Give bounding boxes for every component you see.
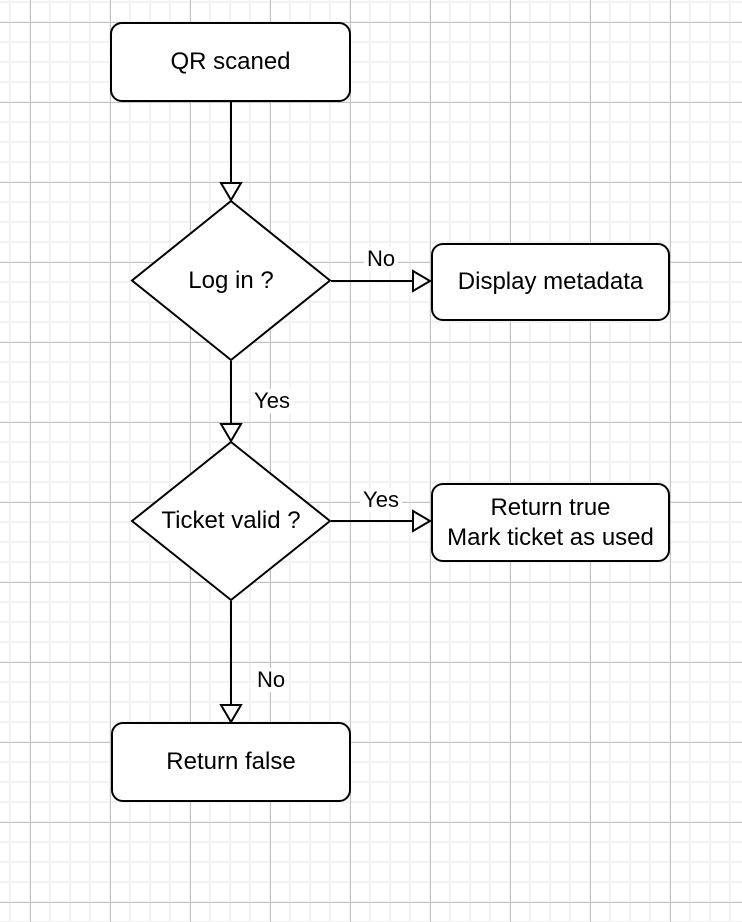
diamond-shape [130, 440, 332, 602]
arrowhead-down-icon [219, 423, 243, 443]
flow-node-ticket-valid-decision[interactable]: Ticket valid ? [130, 440, 332, 602]
flow-node-login-decision[interactable]: Log in ? [130, 199, 332, 362]
node-label-line1: Return true [490, 493, 611, 521]
node-label: Return false [166, 748, 296, 775]
edge-login-yes[interactable] [219, 361, 243, 443]
node-label: QR scaned [170, 48, 291, 75]
arrowhead-down-icon [219, 704, 243, 724]
edge-label-login-yes[interactable]: Yes [251, 388, 293, 414]
node-label: Log in ? [188, 266, 274, 294]
edge-label-login-no[interactable]: No [363, 246, 399, 272]
diamond-shape [130, 199, 332, 362]
node-label: Ticket valid ? [161, 507, 301, 534]
edge-login-no[interactable] [331, 269, 432, 293]
node-label: Display metadata [457, 268, 644, 295]
edge-qr-to-login[interactable] [219, 102, 243, 202]
arrowhead-right-icon [412, 509, 432, 533]
flow-node-return-true[interactable]: Return true Mark ticket as used [431, 483, 670, 562]
arrowhead-right-icon [412, 269, 432, 293]
flow-node-qr-scanned[interactable]: QR scaned [110, 22, 351, 102]
edge-label-ticket-no[interactable]: No [253, 667, 289, 693]
edge-label-ticket-yes[interactable]: Yes [360, 487, 402, 513]
node-label-line2: Mark ticket as used [447, 523, 654, 551]
flow-node-return-false[interactable]: Return false [111, 722, 351, 802]
arrowhead-down-icon [219, 182, 243, 202]
flow-node-display-metadata[interactable]: Display metadata [431, 243, 670, 321]
edge-ticket-yes[interactable] [331, 509, 432, 533]
edge-ticket-no[interactable] [219, 601, 243, 724]
